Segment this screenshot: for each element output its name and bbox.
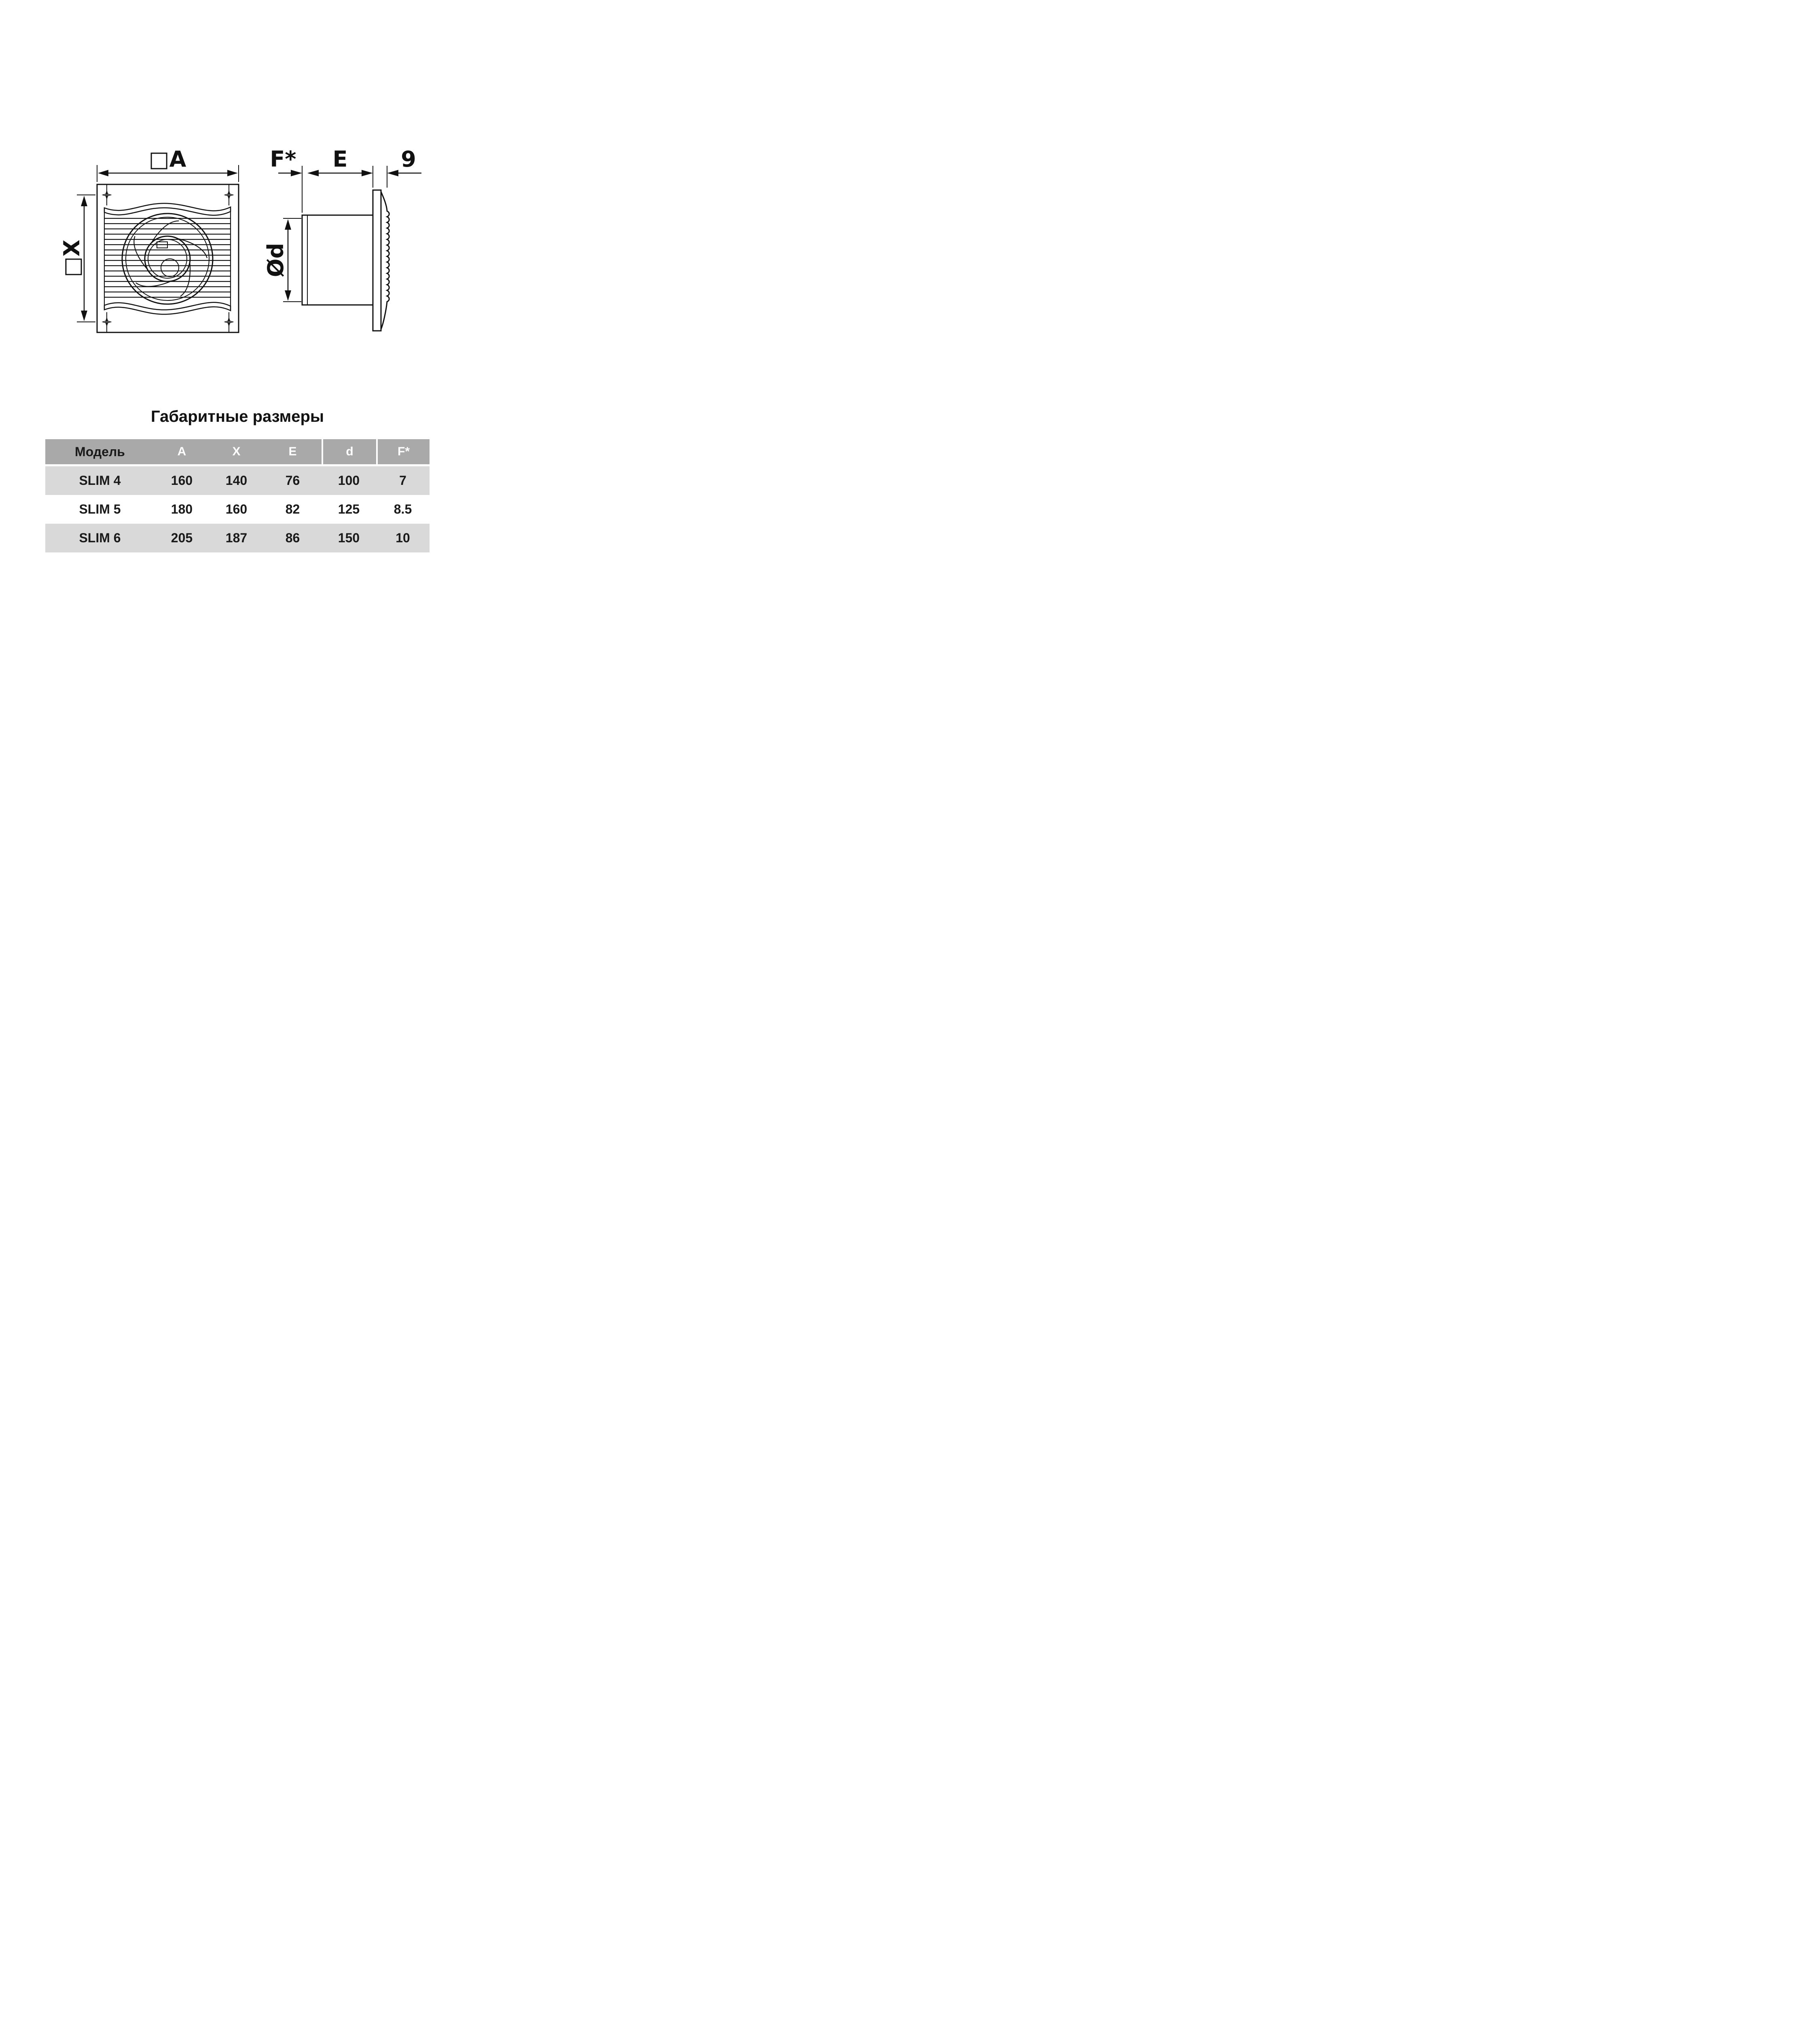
dimension-e: E [307, 146, 373, 188]
table-title: Габаритные размеры [150, 408, 324, 425]
column-header-f: F* [376, 439, 430, 464]
column-header-x: X [209, 439, 264, 464]
row-slim5-d: 125 [322, 495, 376, 524]
dimension-f: F* [270, 146, 303, 213]
row-slim5-x: 160 [209, 495, 264, 524]
row-slim6-model: SLIM 6 [45, 524, 154, 552]
dimensions-table: Модель A X E d F* SLIM 4 160 140 76 100 … [45, 439, 430, 552]
dimension-d: Ød [263, 218, 301, 302]
row-slim4-x: 140 [209, 466, 264, 495]
row-slim5-model: SLIM 5 [45, 495, 154, 524]
technical-drawing: □A □X F* [59, 146, 421, 333]
row-slim4-e: 76 [264, 466, 322, 495]
row-slim6-e: 86 [264, 524, 322, 552]
row-slim6-f: 10 [376, 524, 430, 552]
row-slim6-d: 150 [322, 524, 376, 552]
dimension-a: □A [97, 146, 239, 182]
impeller [121, 213, 214, 305]
row-slim4-a: 160 [154, 466, 209, 495]
column-header-model: Модель [45, 439, 154, 464]
page: □A □X F* [0, 0, 466, 621]
row-slim4-model: SLIM 4 [45, 466, 154, 495]
column-header-d: d [322, 439, 376, 464]
fan-side-view [301, 189, 390, 332]
row-slim4-d: 100 [322, 466, 376, 495]
dimension-f-label: F* [270, 146, 296, 172]
dimension-a-label: □A [149, 146, 186, 172]
column-header-a: A [154, 439, 209, 464]
row-slim5-a: 180 [154, 495, 209, 524]
dimension-9: 9 [387, 146, 421, 188]
row-slim5-f: 8.5 [376, 495, 430, 524]
grille [104, 203, 231, 315]
dimension-d-label: Ød [263, 243, 288, 277]
dimension-e-label: E [333, 146, 348, 172]
dimension-9-label: 9 [401, 146, 416, 172]
column-header-e: E [264, 439, 322, 464]
dimension-x: □X [59, 195, 95, 322]
row-slim6-x: 187 [209, 524, 264, 552]
row-slim5-e: 82 [264, 495, 322, 524]
dimension-x-label: □X [59, 240, 85, 277]
fan-front-view [96, 184, 239, 333]
row-slim6-a: 205 [154, 524, 209, 552]
row-slim4-f: 7 [376, 466, 430, 495]
